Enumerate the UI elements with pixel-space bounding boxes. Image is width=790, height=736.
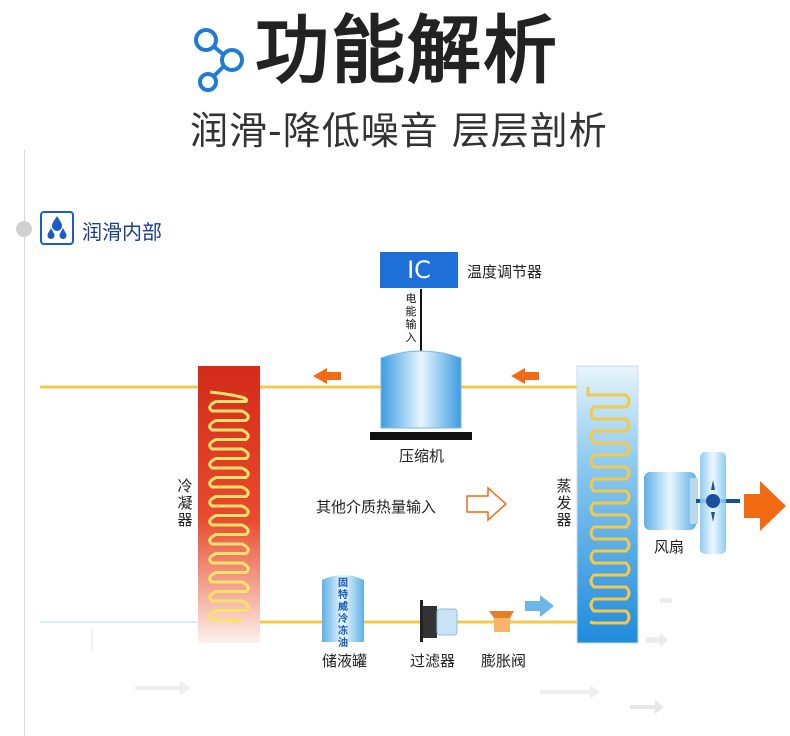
filter-body: [423, 606, 437, 638]
network-icon: [194, 28, 244, 92]
flow-arrow-blue: [525, 595, 554, 617]
heat-input-label: 其他介质热量输入: [316, 498, 437, 516]
page-subtitle: 润滑-降低噪音 层层剖析: [190, 109, 608, 153]
filter-label: 过滤器: [410, 652, 456, 670]
compressor-base: [370, 432, 472, 440]
receiver-tank-text: 固特威冷冻油: [338, 578, 348, 649]
water-drop-icon: [40, 211, 74, 245]
condenser-label: 冷凝器: [177, 477, 193, 529]
evaporator-label: 蒸发器: [556, 477, 572, 529]
heat-input-arrow: [466, 486, 508, 522]
expansion-valve-label: 膨胀阀: [481, 652, 527, 670]
power-input-label: 电能输入: [405, 292, 417, 344]
receiver-label: 储液罐: [322, 652, 368, 670]
fan-motor: [644, 472, 696, 530]
flow-arrow-top-right: [511, 368, 539, 384]
flow-arrow-top-left: [313, 368, 341, 384]
airflow-arrow: [744, 481, 786, 531]
compressor-label: 压缩机: [399, 447, 445, 465]
receiver-tank: [322, 575, 364, 642]
condenser-coil: [208, 390, 250, 624]
timeline-dot: [16, 221, 32, 237]
evaporator-coil: [586, 387, 631, 625]
thermostat-label: 温度调节器: [467, 263, 543, 281]
page-title: 功能解析: [255, 8, 559, 94]
timeline-line: [24, 150, 25, 736]
compressor-body: [380, 350, 462, 429]
ic-chip: IC: [380, 252, 458, 288]
section-label: 润滑内部: [82, 220, 162, 244]
fan-label: 风扇: [654, 538, 685, 556]
